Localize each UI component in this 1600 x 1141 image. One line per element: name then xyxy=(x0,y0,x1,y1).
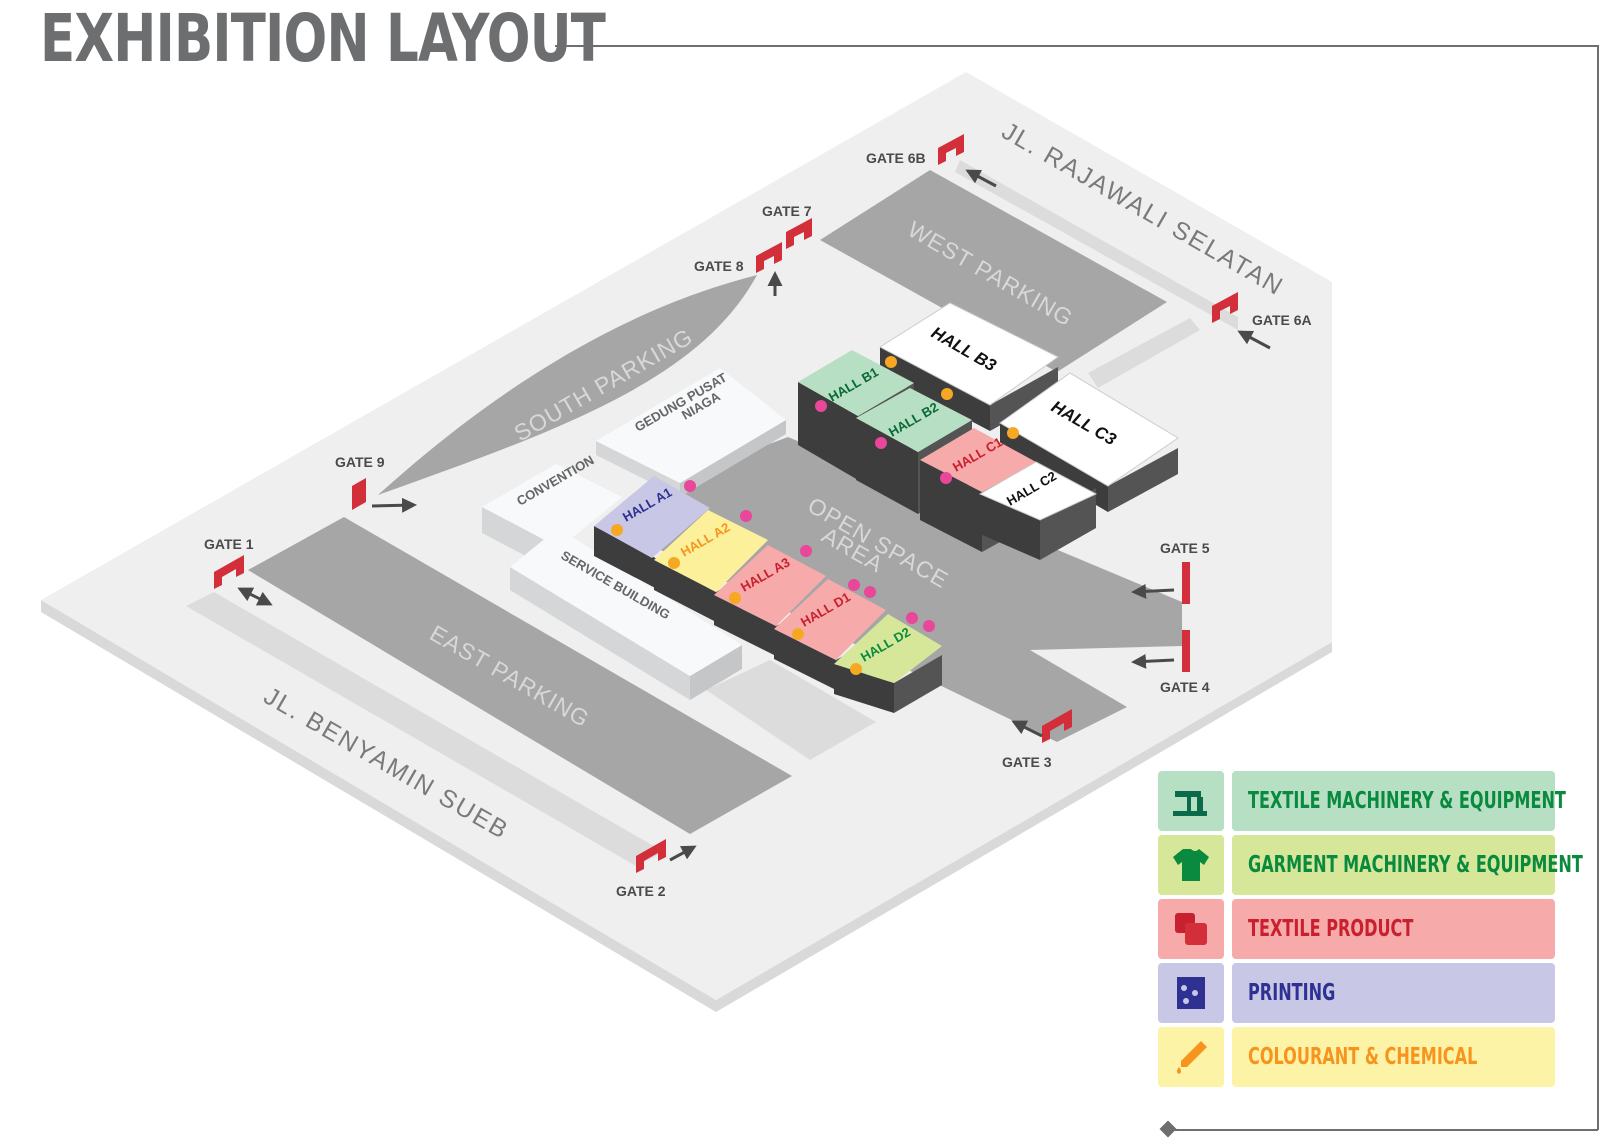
open-space-area xyxy=(640,437,1182,742)
legend-label: GARMENT MACHINERY & EQUIPMENT xyxy=(1248,852,1583,878)
gate-9-label: GATE 9 xyxy=(335,454,385,470)
legend-item-textile-product: TEXTILE PRODUCT xyxy=(1158,899,1555,959)
gate-8-label: GATE 8 xyxy=(694,258,744,274)
info-point-icon xyxy=(923,620,935,632)
arrow-icon xyxy=(371,497,417,513)
arrow-icon xyxy=(1011,720,1043,738)
arrow-icon xyxy=(1131,653,1175,669)
gate-6a-marker xyxy=(1212,292,1238,323)
legend-item-colourant: COLOURANT & CHEMICAL xyxy=(1158,1027,1555,1087)
gate-4-label: GATE 4 xyxy=(1160,679,1210,695)
south-road xyxy=(186,592,664,866)
info-point-icon xyxy=(800,545,812,557)
sewing-machine-icon xyxy=(1158,771,1224,831)
arrow-icon xyxy=(965,169,997,188)
restroom-icon xyxy=(1007,427,1019,439)
info-point-icon xyxy=(875,437,887,449)
gate-8-marker xyxy=(756,242,782,273)
restroom-icon xyxy=(611,524,623,536)
restroom-icon xyxy=(729,592,741,604)
gate-5-label: GATE 5 xyxy=(1160,540,1210,556)
gate-6a-label: GATE 6A xyxy=(1252,312,1312,328)
gate-markers xyxy=(214,134,1238,873)
info-point-icon xyxy=(940,472,952,484)
gate-6b-label: GATE 6B xyxy=(866,150,926,166)
info-point-icon xyxy=(906,612,918,624)
south-parking xyxy=(378,275,757,495)
info-point-icon xyxy=(684,480,696,492)
legend-label: TEXTILE MACHINERY & EQUIPMENT xyxy=(1248,788,1566,814)
legend-label: COLOURANT & CHEMICAL xyxy=(1248,1044,1478,1070)
restroom-icon xyxy=(668,557,680,569)
info-point-icon xyxy=(815,400,827,412)
building-service xyxy=(510,528,742,700)
info-point-icon xyxy=(864,586,876,598)
gate-5-marker xyxy=(1182,562,1190,604)
legend: TEXTILE MACHINERY & EQUIPMENT GARMENT MA… xyxy=(1158,771,1583,1091)
gate-3-marker xyxy=(1042,709,1072,743)
restroom-icon xyxy=(792,628,804,640)
legend-label: TEXTILE PRODUCT xyxy=(1248,916,1414,942)
legend-item-garment-machinery: GARMENT MACHINERY & EQUIPMENT xyxy=(1158,835,1583,895)
legend-item-printing: PRINTING xyxy=(1158,963,1555,1023)
gate-2-marker xyxy=(636,839,666,873)
arrow-icon xyxy=(237,587,273,606)
gate-3-label: GATE 3 xyxy=(1002,754,1052,770)
hall-c2-block xyxy=(978,461,1098,560)
arrow-icon xyxy=(669,845,697,862)
dropper-icon xyxy=(1158,1027,1224,1087)
arrow-icon xyxy=(1131,583,1175,599)
legend-label: PRINTING xyxy=(1248,980,1336,1006)
gate-6b-marker xyxy=(938,134,964,165)
restroom-icon xyxy=(850,663,862,675)
shirt-icon xyxy=(1158,835,1224,895)
gate-7-marker xyxy=(786,218,812,249)
direction-arrows xyxy=(237,169,1271,862)
frame-diamond-marker xyxy=(1159,1120,1177,1138)
page-title: EXHIBITION LAYOUT xyxy=(40,0,606,77)
fabric-icon xyxy=(1158,899,1224,959)
gate-2-label: GATE 2 xyxy=(616,883,666,899)
north-road xyxy=(955,160,1238,330)
plaza-block xyxy=(706,660,876,760)
hall-b3-block xyxy=(879,302,1059,431)
restroom-icon xyxy=(941,388,953,400)
west-parking xyxy=(820,170,1167,372)
gate-1-label: GATE 1 xyxy=(204,536,254,552)
printing-screen-icon xyxy=(1158,963,1224,1023)
east-parking xyxy=(248,517,792,834)
frame-lines xyxy=(555,45,1599,1131)
arrow-icon xyxy=(1237,330,1271,350)
gate-7-label: GATE 7 xyxy=(762,203,812,219)
legend-item-textile-machinery: TEXTILE MACHINERY & EQUIPMENT xyxy=(1158,771,1566,831)
info-point-icon xyxy=(848,579,860,591)
info-point-icon xyxy=(740,510,752,522)
connector-road xyxy=(1088,318,1200,388)
facility-markers xyxy=(611,356,1019,675)
gate-1-marker xyxy=(214,555,244,589)
gate-9-marker xyxy=(352,478,366,510)
restroom-icon xyxy=(885,356,897,368)
gate-4-marker xyxy=(1182,630,1190,672)
